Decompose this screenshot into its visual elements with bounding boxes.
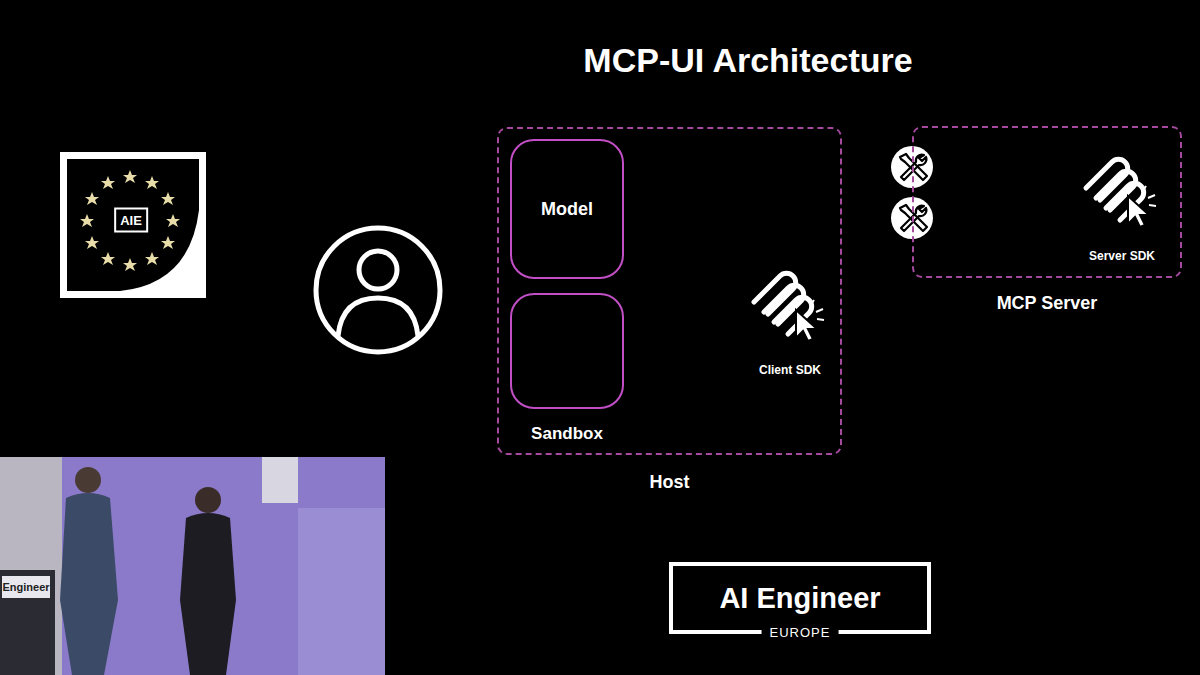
logo-text: AIE	[114, 208, 148, 233]
node-label: Sandbox	[512, 423, 622, 444]
event-name: AI Engineer	[719, 582, 880, 615]
diagram-title: MCP-UI Architecture	[583, 41, 912, 80]
node-label: MCP Server	[914, 292, 1180, 314]
speaker-video	[0, 457, 385, 675]
model-box: Model	[510, 139, 624, 279]
client-sdk-icon	[754, 273, 824, 341]
event-logo	[671, 564, 929, 632]
event-region: EUROPE	[762, 625, 839, 640]
aie-logo	[60, 152, 206, 298]
server-sdk-icon	[1086, 159, 1156, 227]
node-label: Model	[512, 198, 622, 220]
host-group: HostModelSandbox	[497, 127, 842, 455]
node-label: Host	[499, 471, 840, 493]
sdk-label: Client SDK	[759, 363, 821, 377]
sandbox-box: Sandbox	[510, 293, 624, 409]
sdk-label: Server SDK	[1089, 249, 1155, 263]
user-icon	[316, 228, 440, 352]
podium-text: Engineer	[2, 581, 49, 593]
